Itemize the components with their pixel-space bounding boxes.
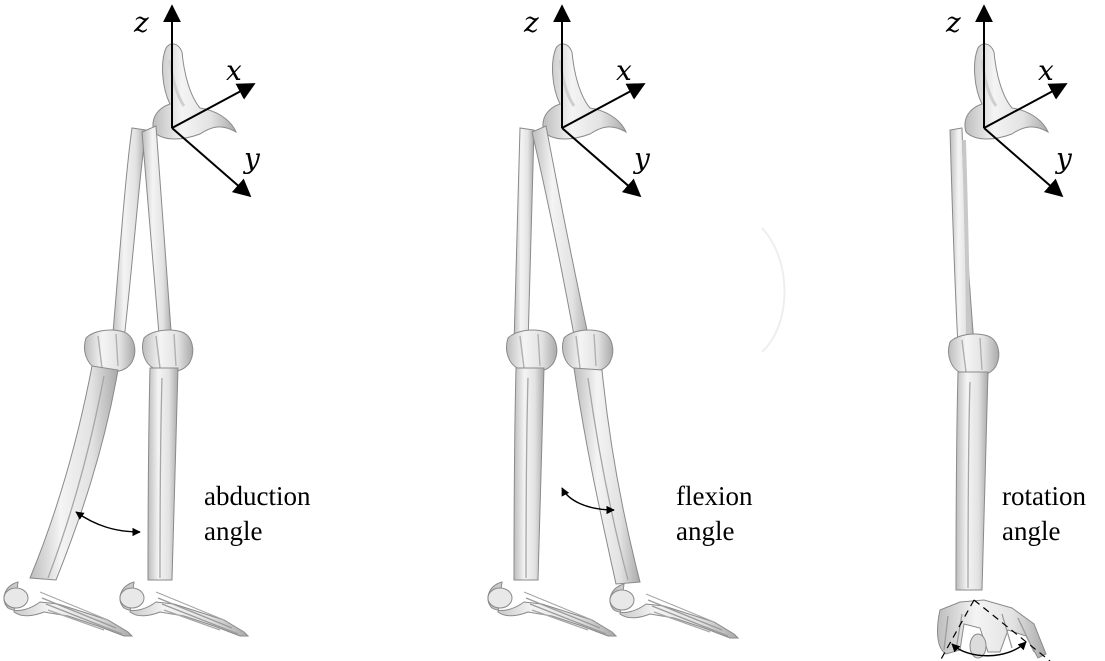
knee-right-illustration [143, 330, 193, 372]
foot-left-illustration [488, 582, 616, 636]
y-axis-arrow [562, 128, 640, 196]
y-axis-label: y [632, 142, 651, 175]
x-axis-label: x [226, 54, 242, 87]
panel-abduction: z x y abduction angle [4, 6, 311, 636]
y-axis-arrow [984, 128, 1062, 196]
x-axis-label: x [1038, 54, 1054, 87]
foot-left-illustration [4, 582, 132, 636]
pelvis-illustration [965, 44, 1048, 139]
foot-right-illustration [120, 582, 248, 636]
rotation-caption-line1: rotation [1002, 481, 1086, 511]
femur-right-illustration [532, 126, 590, 346]
panel-flexion: z x y flexion angle [488, 6, 753, 638]
knee-left-illustration [507, 330, 557, 372]
femur-illustration [950, 128, 974, 346]
panel-rotation: z x y rotation angle [938, 6, 1087, 661]
foot-right-illustration [610, 584, 738, 638]
rotation-caption-line2: angle [1002, 516, 1060, 546]
flexion-caption-line1: flexion [676, 481, 753, 511]
femur-left-illustration [112, 128, 146, 344]
z-axis-label: z [945, 6, 961, 39]
faint-arc-decoration [762, 228, 785, 352]
x-axis-label: x [616, 54, 632, 87]
shin-right-illustration [148, 368, 178, 580]
pelvis-illustration [153, 44, 236, 139]
flexion-caption-line2: angle [676, 516, 734, 546]
pelvis-illustration [543, 44, 626, 139]
femur-right-illustration [142, 126, 172, 346]
y-axis-label: y [242, 142, 261, 175]
y-axis-label: y [1054, 142, 1073, 175]
abduction-angle-arrow [76, 512, 140, 532]
abduction-caption-line2: angle [204, 516, 262, 546]
shin-left-illustration [514, 368, 544, 580]
foot-illustration [938, 600, 1046, 658]
z-axis-label: z [133, 6, 149, 39]
knee-right-illustration [563, 330, 613, 372]
shin-right-illustration [574, 368, 640, 584]
shin-illustration [956, 372, 988, 590]
z-axis-label: z [523, 6, 539, 39]
shin-left-illustration [30, 366, 118, 580]
y-axis-arrow [172, 128, 250, 196]
femur-left-illustration [514, 128, 534, 344]
abduction-caption-line1: abduction [204, 481, 311, 511]
knee-illustration [949, 334, 999, 376]
